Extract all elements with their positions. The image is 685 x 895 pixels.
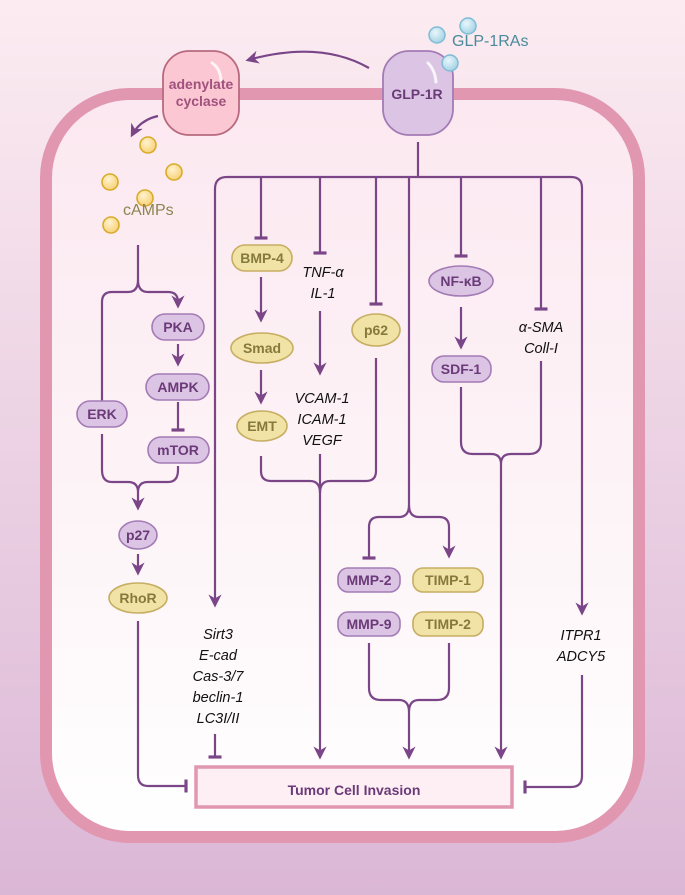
ligand-molecule	[428, 26, 446, 44]
label-nodes-emt: EMT	[247, 418, 277, 434]
glp1r-label: GLP-1R	[391, 86, 442, 102]
label-gene_groups-sirt-2: Cas-3/7	[193, 669, 245, 685]
label-nodes-mtor: mTOR	[157, 442, 199, 458]
to-mmp2	[362, 504, 411, 560]
label-nodes-timp2: TIMP-2	[425, 616, 471, 632]
label-gene_groups-vcam-2: VEGF	[302, 433, 343, 449]
label-nodes-bmp4: BMP-4	[240, 250, 284, 266]
ligand-molecule	[441, 54, 459, 72]
node-rhor: RhoR	[108, 582, 168, 614]
ligand-molecule	[459, 17, 477, 35]
label-gene_groups-vcam-1: ICAM-1	[297, 412, 346, 428]
arrow-cyclase-to-camp	[130, 114, 159, 138]
node-erk: ERK	[76, 400, 128, 428]
camp-molecule	[101, 173, 119, 191]
gene-group-sma: α-SMA Coll-I	[519, 320, 564, 357]
label-nodes-sdf1: SDF-1	[441, 361, 482, 377]
glp1ra-ligands: GLP-1RAs	[428, 17, 528, 72]
tumor-cell-invasion-label: Tumor Cell Invasion	[288, 782, 421, 798]
label-gene_groups-sma-1: Coll-I	[524, 341, 558, 357]
node-smad: Smad	[230, 332, 294, 364]
label-nodes-mmp2: MMP-2	[346, 572, 391, 588]
cyclase-label-line1: adenylate	[169, 76, 234, 92]
to-timp1	[407, 504, 456, 559]
node-mmp9: MMP-9	[337, 611, 401, 637]
cyclase-label-line2: cyclase	[176, 93, 227, 109]
sirt-branch	[208, 175, 228, 608]
label-nodes-pka: PKA	[163, 319, 193, 335]
label-gene_groups-sirt-0: Sirt3	[203, 627, 233, 643]
label-gene_groups-itpr-0: ITPR1	[560, 628, 601, 644]
gene-group-tnf: TNF-α IL-1	[302, 265, 344, 302]
node-pka: PKA	[151, 313, 205, 341]
node-ampk: AMPK	[145, 373, 210, 401]
camp-molecules: cAMPs	[101, 136, 183, 234]
tumor-cell-invasion-box: Tumor Cell Invasion	[194, 765, 514, 809]
gene-group-vcam: VCAM-1 ICAM-1 VEGF	[295, 391, 350, 449]
camp-molecule	[165, 163, 183, 181]
node-p27: p27	[118, 520, 158, 550]
label-gene_groups-tnf-1: IL-1	[311, 286, 336, 302]
label-nodes-ampk: AMPK	[157, 379, 198, 395]
camps-label: cAMPs	[123, 202, 174, 219]
label-gene_groups-sirt-1: E-cad	[199, 648, 238, 664]
top-bus	[227, 175, 584, 189]
label-nodes-p27: p27	[126, 527, 150, 543]
label-nodes-p62: p62	[364, 322, 388, 338]
camp-to-pka	[136, 279, 185, 309]
label-nodes-timp1: TIMP-1	[425, 572, 471, 588]
node-nfkb: NF-κB	[428, 265, 494, 297]
itpr-to-invasion	[523, 675, 584, 794]
gene-group-sirt: Sirt3 E-cad Cas-3/7 beclin-1 LC3I/II	[193, 627, 245, 727]
camp-molecule	[136, 189, 154, 207]
label-nodes-mmp9: MMP-9	[346, 616, 391, 632]
camp-molecule	[102, 216, 120, 234]
label-gene_groups-itpr-1: ADCY5	[556, 649, 606, 665]
label-gene_groups-vcam-0: VCAM-1	[295, 391, 350, 407]
node-timp2: TIMP-2	[412, 611, 484, 637]
glp1ras-label: GLP-1RAs	[452, 33, 528, 50]
gene-group-itpr: ITPR1 ADCY5	[556, 628, 606, 665]
label-nodes-smad: Smad	[243, 340, 281, 356]
rhor-to-invasion	[136, 621, 188, 793]
node-mtor: mTOR	[147, 436, 210, 464]
label-nodes-rhor: RhoR	[119, 590, 156, 606]
adenylate-cyclase-node: adenylate cyclase	[162, 50, 240, 136]
label-nodes-erk: ERK	[87, 406, 117, 422]
label-nodes-nfkb: NF-κB	[440, 273, 481, 289]
label-gene_groups-sma-0: α-SMA	[519, 320, 564, 336]
node-bmp4: BMP-4	[231, 244, 293, 272]
label-gene_groups-sirt-3: beclin-1	[193, 690, 244, 706]
glp1r-receptor-node: GLP-1R	[382, 50, 454, 136]
camp-molecule	[139, 136, 157, 154]
label-gene_groups-tnf-0: TNF-α	[302, 265, 344, 281]
label-gene_groups-sirt-4: LC3I/II	[197, 711, 240, 727]
node-p62: p62	[351, 313, 401, 347]
node-emt: EMT	[236, 410, 288, 442]
node-timp1: TIMP-1	[412, 567, 484, 593]
node-mmp2: MMP-2	[337, 567, 401, 593]
arrow-glp1r-to-cyclase	[245, 50, 370, 69]
node-sdf1: SDF-1	[431, 355, 492, 383]
